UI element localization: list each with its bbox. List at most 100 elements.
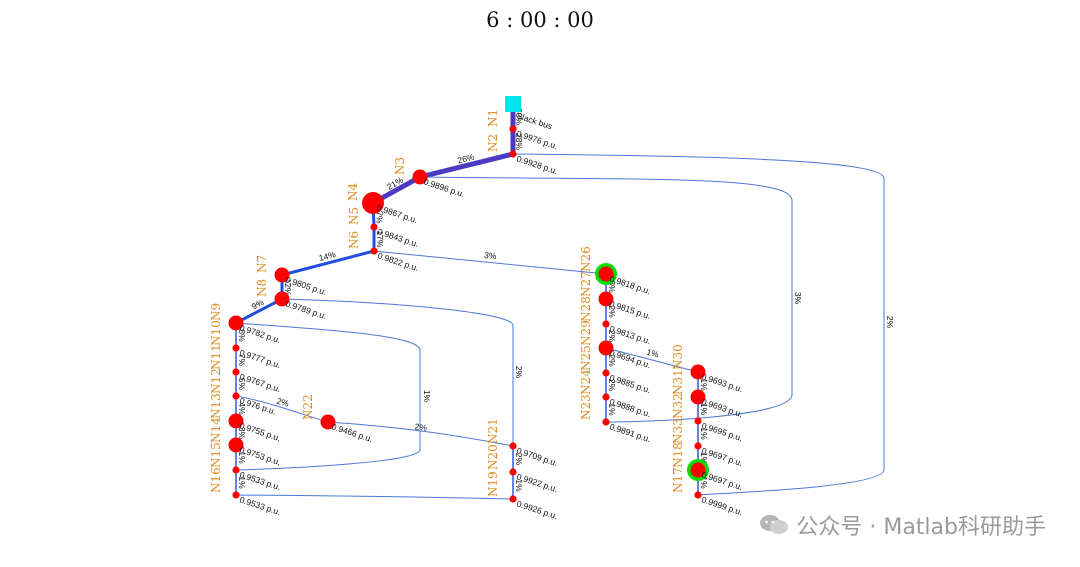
slack-bus-label: Slack bus xyxy=(515,110,553,131)
bus-dot-n27 xyxy=(598,291,614,307)
bus-name-n7: N7 xyxy=(255,255,269,273)
bus-name-n19: N19 xyxy=(486,471,500,497)
loading-label-n2-n17: 2% xyxy=(885,316,895,329)
bus-name-n5: N5 xyxy=(347,207,361,225)
bus-name-n18: N18 xyxy=(671,442,685,468)
voltage-label-n25: 0.9885 p.u. xyxy=(608,372,652,395)
bus-dot-n14 xyxy=(228,437,244,453)
loading-label-n3-n23: 3% xyxy=(793,292,803,305)
loading-label-sb-n1: 30% xyxy=(514,108,524,125)
bus-dot-n18 xyxy=(690,462,706,478)
bus-dot-n15 xyxy=(232,466,240,474)
bus-n4: 0.9867 p.u. xyxy=(362,192,419,225)
loading-label-n20-n19: 1% xyxy=(514,479,524,492)
bus-n8: 0.9789 p.u. xyxy=(274,291,328,321)
bus-name-n31: N31 xyxy=(671,369,685,395)
bus-n19: 0.9926 p.u. xyxy=(509,495,559,521)
loading-label-n29-n30: 1% xyxy=(646,347,661,360)
loading-label-n13-n14: 3% xyxy=(237,427,247,440)
bus-name-n26: N26 xyxy=(579,246,593,272)
voltage-label-n17: 0.9999 p.u. xyxy=(700,494,744,517)
voltage-label-n3: 0.9896 p.u. xyxy=(422,176,466,199)
watermark: 公众号 · Matlab科研助手 xyxy=(758,509,1046,541)
loading-label-n25-n24: 2% xyxy=(607,379,617,392)
loading-label-n33-n18: 1% xyxy=(699,452,709,465)
branch-n8-n21 xyxy=(281,298,514,446)
bus-n11: 0.9767 p.u. xyxy=(232,368,282,394)
branch-n6-n7 xyxy=(281,249,375,277)
bus-name-n21: N21 xyxy=(486,418,500,444)
bus-dot-n23 xyxy=(602,418,610,426)
branch-n12-n22 xyxy=(235,395,329,423)
time-title: 6 : 00 : 00 xyxy=(486,8,594,32)
bus-name-n13: N13 xyxy=(209,393,223,419)
bus-dot-n1 xyxy=(509,125,517,133)
slack-bus-square xyxy=(505,96,521,112)
bus-name-n29: N29 xyxy=(579,320,593,346)
bus-dot-n10 xyxy=(232,344,240,352)
bus-name-n11: N11 xyxy=(209,344,223,370)
bus-name-n2: N2 xyxy=(486,134,500,152)
loading-label-n30-n31: 1% xyxy=(699,378,709,391)
bus-dot-n19 xyxy=(509,495,517,503)
bus-dot-n11 xyxy=(232,368,240,376)
bus-name-n30: N30 xyxy=(671,344,685,370)
bus-name-n4: N4 xyxy=(346,183,360,202)
bus-dot-n9 xyxy=(228,315,244,331)
voltage-label-n8: 0.9789 p.u. xyxy=(284,298,328,321)
bus-n22: 0.9466 p.u. xyxy=(320,414,374,444)
branch-n6-n26 xyxy=(373,250,607,275)
loading-label-n28-n29: 2% xyxy=(607,330,617,343)
bus-dot-n7 xyxy=(274,267,290,283)
bus-n25: 0.9885 p.u. xyxy=(602,369,652,395)
loading-label-n29-n25: 2% xyxy=(607,354,617,367)
loading-label-n27-n28: 2% xyxy=(607,305,617,318)
loading-label-n8-n21: 2% xyxy=(514,366,524,379)
loading-label-n6-n26: 3% xyxy=(484,250,498,261)
loading-label-n22-n21: 2% xyxy=(414,421,428,433)
bus-dot-n30 xyxy=(690,364,706,380)
loading-label-n18-n17: 1% xyxy=(699,476,709,489)
voltage-label-n19: 0.9926 p.u. xyxy=(515,498,559,521)
loading-label-n31-n32: 1% xyxy=(699,403,709,416)
bus-name-n9: N9 xyxy=(209,303,223,321)
voltage-label-n16: 0.9533 p.u. xyxy=(238,494,282,517)
branch-layer xyxy=(235,104,885,500)
loading-label-n12-n13: 4% xyxy=(237,402,247,415)
loading-label-n1-n2: 28% xyxy=(514,133,524,150)
bus-name-n12: N12 xyxy=(209,368,223,394)
bus-name-n10: N10 xyxy=(209,320,223,346)
bus-dot-n4 xyxy=(362,192,384,214)
loading-label-n15-n16: 1% xyxy=(237,476,247,489)
bus-name-n24: N24 xyxy=(579,369,593,395)
bus-dot-n29 xyxy=(598,340,614,356)
wechat-icon xyxy=(760,515,789,534)
bus-name-n16: N16 xyxy=(209,467,223,493)
loading-label-n6-n7: 14% xyxy=(318,249,337,263)
bus-dot-n31 xyxy=(690,389,706,405)
voltage-label-n2: 0.9928 p.u. xyxy=(515,153,559,176)
bus-n17: 0.9999 p.u. xyxy=(694,491,744,517)
bus-dot-n6 xyxy=(370,247,378,255)
voltage-label-n13: 0.9755 p.u. xyxy=(238,420,282,443)
loading-label-n4-n5: 17% xyxy=(375,206,385,223)
bus-name-n15: N15 xyxy=(209,442,223,468)
loading-label-n26-n27: 3% xyxy=(607,280,617,293)
loading-label-n32-n33: 1% xyxy=(699,427,709,440)
loading-label-n5-n6: 17% xyxy=(375,230,385,247)
bus-n10: 0.9777 p.u. xyxy=(232,344,282,370)
watermark-text: 公众号 · Matlab科研助手 xyxy=(796,515,1046,540)
loading-label-n7-n8: 12% xyxy=(283,278,293,295)
branch-n2-n3 xyxy=(419,151,514,180)
bus-dot-n16 xyxy=(232,491,240,499)
bus-dot-n3 xyxy=(412,169,428,185)
branch-n9-n15 xyxy=(235,322,421,471)
loading-label-n2-n3: 26% xyxy=(456,152,475,166)
bus-name-n33: N33 xyxy=(671,418,685,444)
bus-dot-n32 xyxy=(694,417,702,425)
branch-n3-n23 xyxy=(419,176,793,423)
bus-dot-n24 xyxy=(602,393,610,401)
loading-label-n24-n23: 1% xyxy=(607,403,617,416)
